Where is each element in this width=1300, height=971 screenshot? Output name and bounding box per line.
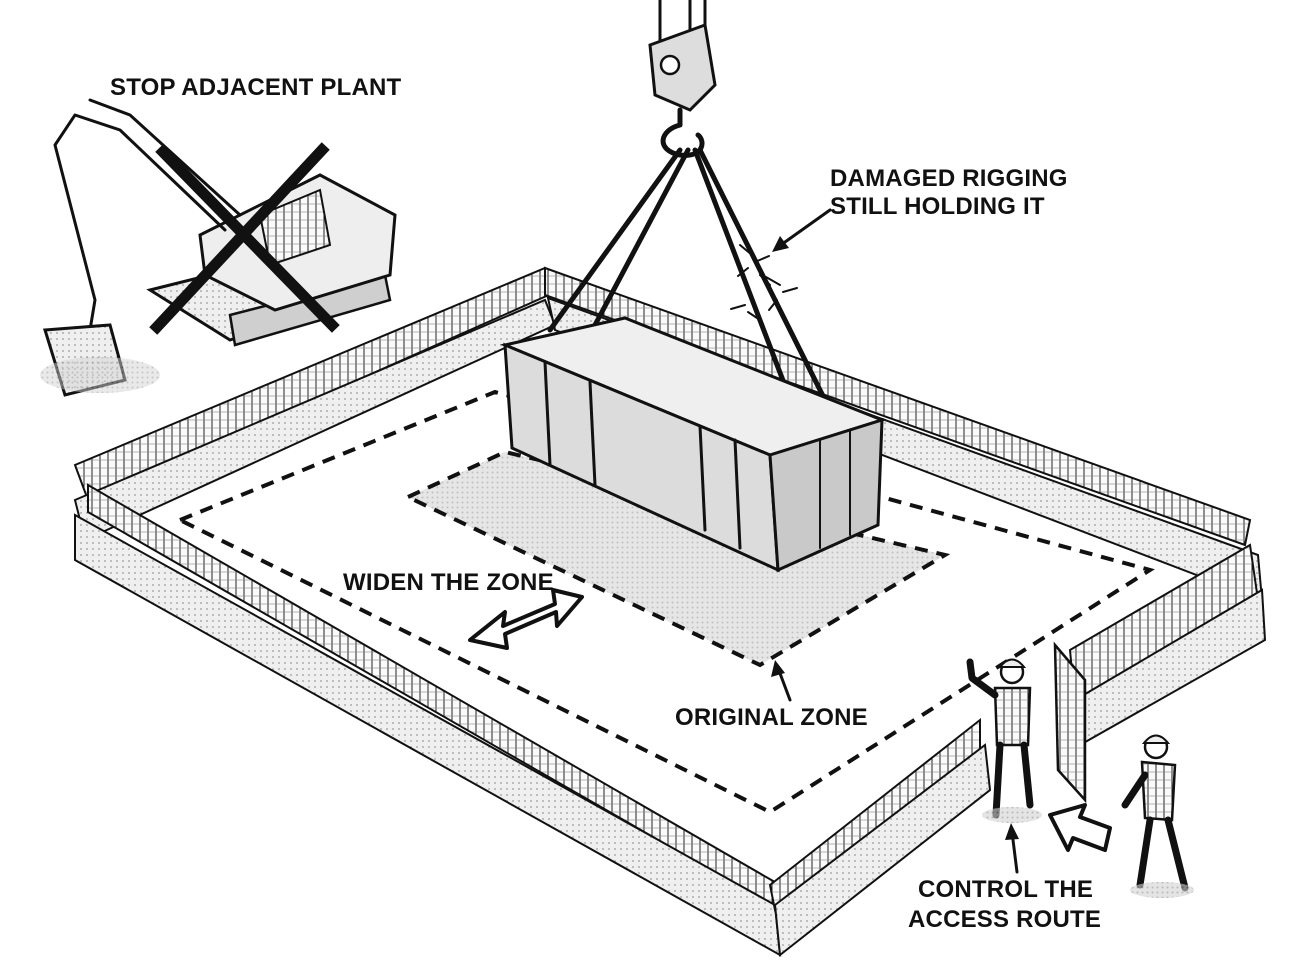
label-original-zone: ORIGINAL ZONE xyxy=(675,704,868,731)
original-zone-outline xyxy=(403,449,951,668)
label-widen-the-zone: WIDEN THE ZONE xyxy=(343,569,554,596)
original-zone-shade xyxy=(408,452,945,665)
x-mark-icon xyxy=(149,142,340,335)
label-stop-adjacent-plant: STOP ADJACENT PLANT xyxy=(110,74,402,101)
label-damaged-rigging-line2: STILL HOLDING IT xyxy=(830,193,1045,220)
label-control-access-line2: ACCESS ROUTE xyxy=(908,906,1101,933)
barrier-front-left xyxy=(74,483,782,957)
access-arrow-icon xyxy=(1048,803,1112,852)
zones xyxy=(175,389,1155,815)
pointer-arrow-original-icon xyxy=(771,660,792,702)
pointer-arrow-icon xyxy=(772,208,832,252)
crane-hook xyxy=(648,0,717,158)
worker-walking xyxy=(1121,734,1194,898)
label-damaged-rigging-line1: DAMAGED RIGGING xyxy=(830,165,1068,192)
open-gate xyxy=(1053,641,1087,804)
widened-zone-outline xyxy=(175,389,1155,815)
excavator xyxy=(40,98,397,397)
suspended-load xyxy=(500,316,887,573)
double-arrow-icon xyxy=(468,588,584,650)
pointer-arrow-access-icon xyxy=(1005,823,1019,874)
barrier-front-right xyxy=(768,543,1267,957)
worker-banksman xyxy=(966,658,1042,823)
label-control-access-line1: CONTROL THE xyxy=(918,876,1093,903)
